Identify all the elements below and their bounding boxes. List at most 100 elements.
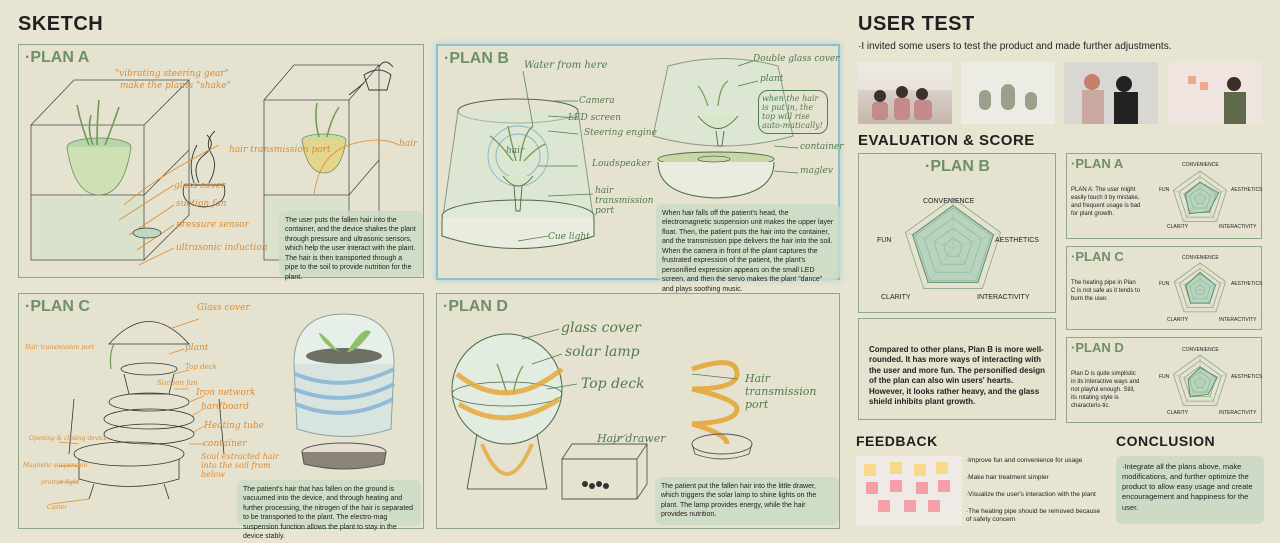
plan-c-axis-interactivity: INTERACTIVITY <box>1219 317 1257 323</box>
plan-b-axis-fun: FUN <box>877 237 892 244</box>
radar-score-polygon <box>911 204 995 283</box>
plan-d-score-title: ·PLAN D <box>1071 340 1124 355</box>
plan-b-axis-interactivity: INTERACTIVITY <box>977 294 1030 301</box>
plan-d-eval-text: Plan D is quite simplistic in its intera… <box>1071 371 1140 410</box>
plan-d-title: ·PLAN D <box>443 298 508 315</box>
plan-b-label-hair: hair <box>506 146 525 156</box>
plan-d-axis-clarity: CLARITY <box>1167 410 1189 416</box>
plan-c-label-prompt: prompt light <box>41 479 80 486</box>
plan-b-label-port: hair transmission port <box>595 186 654 216</box>
plan-d-axis-interactivity: INTERACTIVITY <box>1219 410 1257 416</box>
plan-b-label-maglev: maglev <box>800 166 833 176</box>
plan-c-score-panel: ·PLAN C The heating pipe in Plan C is no… <box>1066 246 1262 330</box>
plan-b-label-double-glass: Double glass cover <box>753 54 840 64</box>
plan-c-panel: ·PLAN C Glass cover Hair tran <box>18 293 424 540</box>
plan-b-eval-text-panel: Compared to other plans, Plan B is more … <box>858 318 1056 420</box>
plan-c-label-hardboard: hardboard <box>201 402 249 412</box>
plan-b-label-water: Water from here <box>524 60 608 71</box>
plan-b-panel: ·PLAN B Water from here Camera LED scree… <box>436 44 844 293</box>
plan-d-axis-fun: FUN <box>1159 374 1170 380</box>
user-test-photo-2 <box>961 62 1055 124</box>
user-test-photo-3 <box>1064 62 1158 124</box>
radar-score-polygon <box>1184 181 1220 215</box>
plan-c-eval-text: The heating pipe in Plan C is not safe a… <box>1071 280 1141 303</box>
plan-c-label-iron: Iron network <box>196 388 256 398</box>
conclusion-text: ·Integrate all the plans above, make mod… <box>1116 456 1264 524</box>
plan-b-axis-clarity: CLARITY <box>881 294 911 301</box>
plan-a-label-hair: hair <box>399 139 418 149</box>
plan-a-description: The user puts the fallen hair into the c… <box>279 211 423 281</box>
plan-a-label-shake: make the plants "shake" <box>120 81 231 91</box>
plan-b-label-steering: Steering engine <box>584 128 657 138</box>
plan-c-label-soul: Soul extracted hair into the soil from b… <box>201 452 280 479</box>
plan-c-axis-aesthetics: AESTHETICS <box>1231 281 1263 287</box>
plan-c-label-heating: Heating tube <box>204 421 264 431</box>
plan-a-radar <box>1172 170 1228 223</box>
plan-a-label-steering: "vibrating steering gear" <box>115 69 229 79</box>
plan-b-label-note: when the hair is put in, the top will ri… <box>758 90 828 134</box>
plan-b-label-speaker: Loudspeaker <box>592 159 652 169</box>
feedback-item-2: ·Make hair treatment simpler <box>966 474 1049 481</box>
plan-b-label-plant: plant <box>760 74 784 84</box>
plan-a-score-panel: ·PLAN A PLAN A: The user might easily to… <box>1066 153 1262 239</box>
plan-c-sketch <box>50 313 395 505</box>
plan-d-label-top: Top deck <box>581 376 645 392</box>
feedback-item-1: ·Improve fun and convenience for usage <box>966 457 1083 464</box>
feedback-item-4: ·The heating pipe should be removed beca… <box>966 508 1101 524</box>
sketch-title: SKETCH <box>18 13 104 35</box>
plan-c-label-fan: Suction fan <box>157 379 198 387</box>
plan-d-score-panel: ·PLAN D Plan D is quite simplistic in it… <box>1066 337 1262 423</box>
plan-d-panel: ·PLAN D glass cover solar lamp Top deck … <box>436 293 840 529</box>
plan-d-label-glass: glass cover <box>561 320 641 336</box>
plan-b-eval-text: Compared to other plans, Plan B is more … <box>869 345 1046 406</box>
user-test-photo-1 <box>858 62 952 124</box>
feedback-photo <box>856 456 962 526</box>
plan-a-eval-text: PLAN A: The user might easily touch it b… <box>1071 187 1141 218</box>
plan-b-axis-aesthetics: AESTHETICS <box>995 237 1039 244</box>
plan-a-label-fan: suction fan <box>176 199 227 209</box>
plan-c-description: The patient's hair that has fallen on th… <box>237 480 421 540</box>
plan-a-title: ·PLAN A <box>25 49 90 66</box>
feedback-item-3: ·Visualize the user's interaction with t… <box>966 491 1096 498</box>
user-test-photo-4 <box>1168 62 1262 124</box>
radar-ring <box>1178 360 1222 402</box>
plan-b-radar <box>904 197 1002 289</box>
plan-b-score-title: ·PLAN B <box>925 158 990 175</box>
plan-c-axis-convenience: CONVENIENCE <box>1182 255 1219 261</box>
radar-ring <box>1178 176 1222 218</box>
plan-a-label-glass: glass cover <box>174 181 226 191</box>
plan-a-panel: ·PLAN A <box>18 44 424 281</box>
conclusion-title: CONCLUSION <box>1116 433 1216 449</box>
plan-d-axis-aesthetics: AESTHETICS <box>1231 374 1263 380</box>
plan-c-label-container: container <box>203 439 247 449</box>
plan-d-description: The patient put the fallen hair into the… <box>655 477 839 525</box>
plan-d-axis-convenience: CONVENIENCE <box>1182 347 1219 353</box>
plan-c-label-glass: Glass cover <box>197 303 250 313</box>
plan-d-label-port: Hair transmission port <box>745 372 817 411</box>
plan-b-label-cue: Cue light <box>548 232 590 242</box>
plan-c-label-port: Hair transmission port <box>25 344 95 351</box>
plan-b-label-led: LED screen <box>568 113 622 123</box>
plan-a-axis-interactivity: INTERACTIVITY <box>1219 224 1257 230</box>
plan-a-axis-convenience: CONVENIENCE <box>1182 162 1219 168</box>
evaluation-title: EVALUATION & SCORE <box>858 132 1035 149</box>
radar-score-polygon <box>1185 271 1216 304</box>
plan-a-score-title: ·PLAN A <box>1071 156 1124 171</box>
feedback-title: FEEDBACK <box>856 433 938 449</box>
user-test-subtitle: ·I invited some users to test the produc… <box>858 41 1172 52</box>
plan-d-sketch <box>451 328 753 500</box>
plan-d-label-drawer: Hair drawer <box>597 432 666 445</box>
plan-a-label-port: hair transmission port <box>229 145 331 155</box>
plan-c-label-caster: Caster <box>47 504 68 511</box>
plan-c-axis-clarity: CLARITY <box>1167 317 1189 323</box>
plan-d-label-solar: solar lamp <box>565 344 640 360</box>
plan-c-label-opening: Opening & closing device <box>29 435 108 442</box>
plan-a-label-ultrasonic: ultrasonic induction <box>176 243 268 253</box>
plan-a-axis-aesthetics: AESTHETICS <box>1231 187 1263 193</box>
plan-c-title: ·PLAN C <box>25 298 90 315</box>
plan-a-label-pressure: pressure sensor <box>176 220 249 230</box>
radar-ring <box>1178 267 1222 308</box>
plan-b-label-camera: Camera <box>579 96 615 106</box>
plan-c-radar <box>1173 262 1227 313</box>
plan-a-axis-clarity: CLARITY <box>1167 224 1189 230</box>
